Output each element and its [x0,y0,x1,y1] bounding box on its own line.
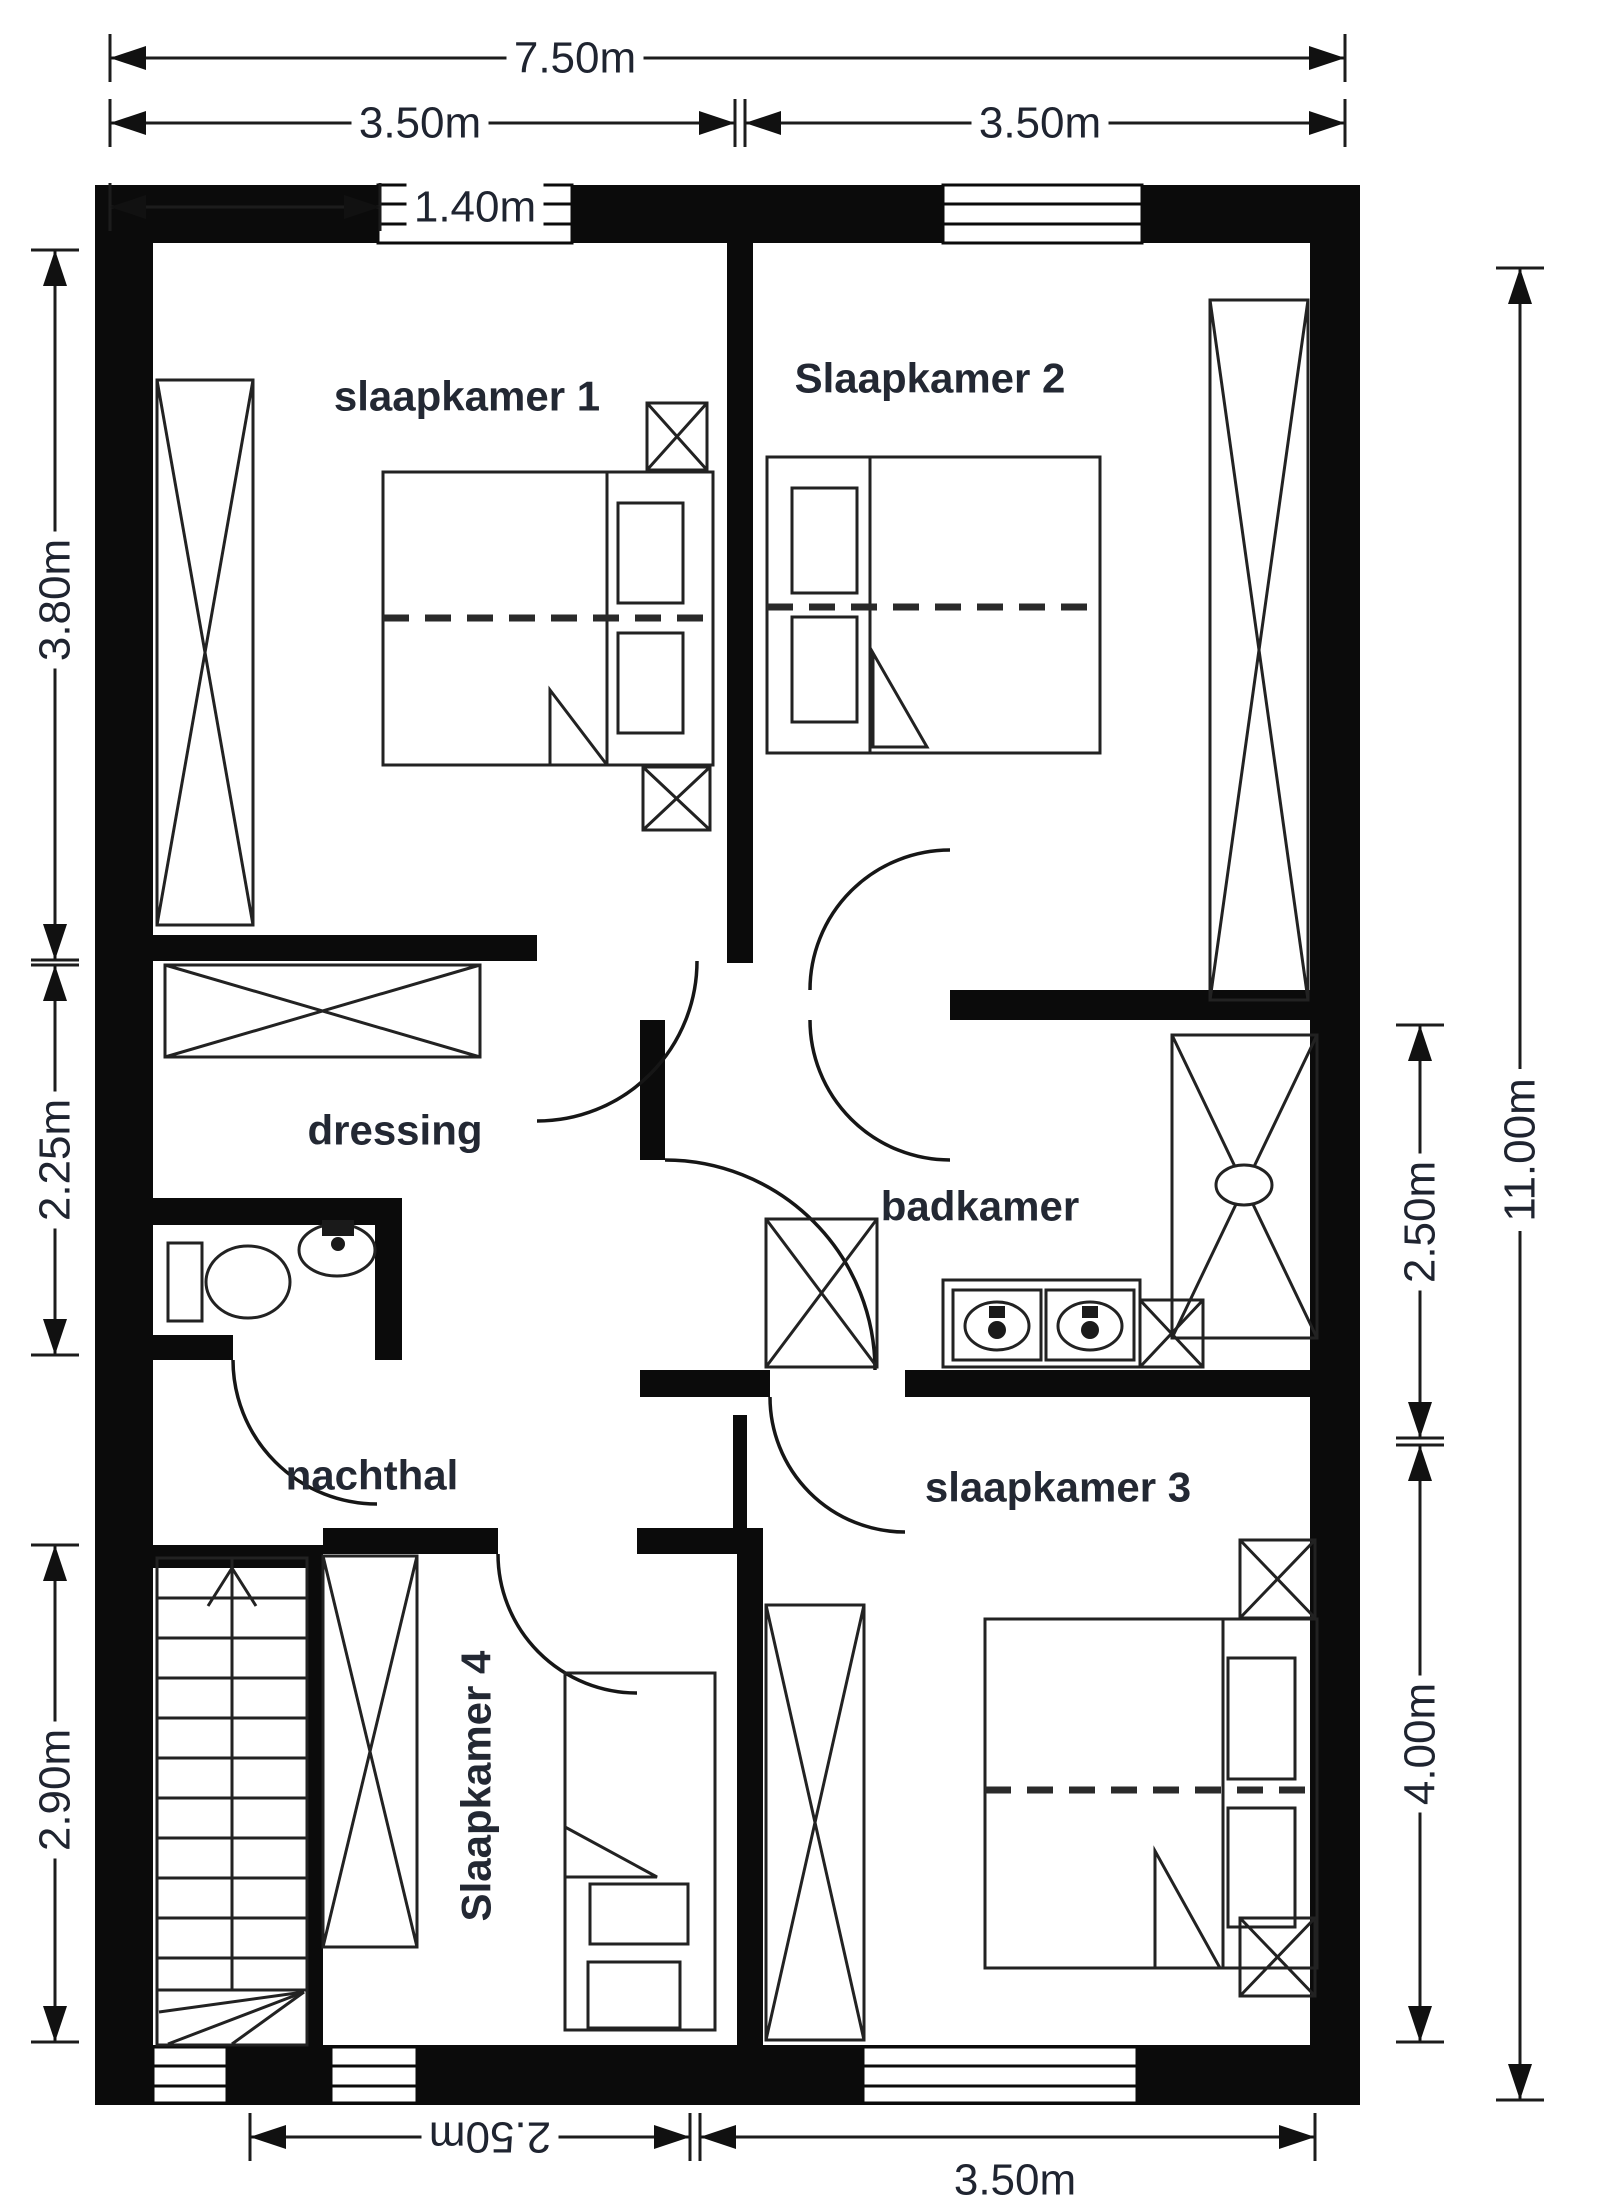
room-label-nachthal: nachthal [286,1452,459,1499]
stairs-winder [155,1988,309,2047]
bed-slaapkamer3 [983,1617,1319,1970]
nightstand-slaapkamer3-top [1238,1538,1317,1620]
room-label-slaapkamer-4: Slaapkamer 4 [453,1650,500,1921]
door-arc-slaapkamer4 [496,1553,638,1695]
cabinet-badkamer-small [1138,1298,1205,1369]
dimension-3-50m-11: 3.50m [698,2113,1317,2201]
dimension-7-50m-0: 7.50m [108,31,1347,85]
dimension-11-00m-7: 11.00m [1493,266,1547,2102]
bed-slaapkamer1 [381,470,715,767]
interior-walls [153,243,1310,2045]
dimension-label: 1.40m [414,183,536,232]
dimension-label: 2.25m [31,1099,80,1221]
door-arc-badkamer-side [664,1158,877,1371]
window-slaapkamer4-bottom [329,2045,419,2105]
wall-nachthal-nook [733,1415,747,1530]
stairs-up-arrow [206,1565,258,1607]
dimension-3-80m-4: 3.80m [28,248,82,962]
pillow [1226,1656,1297,1781]
dimension-2-90m-6: 2.90m [28,1543,82,2044]
dimension-label: 3.50m [979,99,1101,148]
wall-left [95,185,153,2105]
doors [231,848,951,1695]
double-sink-counter [941,1278,1142,1369]
door-arc-slaapkamer2 [808,848,951,991]
blanket-fold [563,1824,658,1879]
wall-slk1-slk2 [727,243,753,963]
nightstand-slaapkamer1-bottom [641,765,712,832]
cabinet-badkamer [764,1217,879,1369]
dimension-3-50m-1: 3.50m [108,96,737,150]
dimension-1-40m-3: 1.40m [108,180,544,234]
window-slaapkamer3-bottom [861,2045,1139,2105]
door-arc-slaapkamer3 [768,1396,906,1534]
pillow [790,615,859,724]
wall-slk4-top-left [323,1528,498,1554]
wall-slk1-dressing [153,935,537,961]
blanket-fold [548,685,611,767]
blanket-fold [1153,1845,1223,1970]
door-arc-badkamer-top [808,1019,951,1162]
dimension-label: 2.50m [1396,1161,1445,1283]
shower-drain [1214,1163,1274,1207]
pillow [1226,1806,1297,1929]
dimension-2-50m-10: 2.50m [248,2110,692,2164]
dimension-2-25m-5: 2.25m [28,963,82,1357]
dimension-label: 2.90m [31,1729,80,1851]
room-labels: slaapkamer 1 Slaapkamer 2 dressing badkamer… [286,355,1191,1922]
wall-stairs-right [308,1545,323,2045]
dimension-label: 2.50m [429,2113,551,2162]
wardrobe-slaapkamer2 [1208,298,1310,1002]
window-stairs-bottom [151,2045,229,2105]
wall-slk3-top-right [905,1370,1310,1397]
door-arc-wc [231,1359,378,1506]
dimension-label: 3.50m [954,2156,1076,2201]
dimension-label: 7.50m [514,34,636,83]
dimension-3-50m-2: 3.50m [743,96,1347,150]
dimension-2-50m-8: 2.50m [1393,1023,1447,1440]
shower [1170,1033,1319,1340]
wall-slk2-badkamer [950,990,1310,1020]
nightstand-slaapkamer1-top [645,401,709,472]
wall-wc-bottom [153,1335,233,1360]
dimensions: 7.50m 3.50m 3.50m 1.40m 3.80m 2.25m 2.90m 11.00… [28,31,1547,2201]
room-label-badkamer: badkamer [881,1183,1079,1230]
room-label-slaapkamer-1: slaapkamer 1 [334,373,600,420]
wall-slk4-slk3 [737,1528,763,2045]
cabinet-dressing [163,963,482,1059]
wc-sink [297,1220,377,1278]
wall-bottom [95,2045,1360,2105]
pillow [616,501,685,605]
wall-slk3-top-left [640,1370,770,1397]
pillow [616,631,685,735]
wardrobe-slaapkamer3 [764,1603,866,2042]
room-label-slaapkamer-3: slaapkamer 3 [925,1464,1191,1511]
dimension-label: 3.80m [31,539,80,661]
wardrobe-slaapkamer1 [155,378,255,927]
room-label-slaapkamer-2: Slaapkamer 2 [795,355,1066,402]
bed-slaapkamer4 [563,1671,717,2032]
nightstand-slaapkamer3-bottom [1238,1916,1317,1998]
dimension-label: 4.00m [1396,1683,1445,1805]
door-arc-slaapkamer1 [536,960,699,1123]
blanket-fold [871,647,930,749]
dimension-4-00m-9: 4.00m [1393,1443,1447,2044]
dimension-label: 3.50m [359,99,481,148]
wall-top [95,185,1360,243]
staircase [155,1556,309,2047]
furniture [155,298,1319,2047]
wardrobe-slaapkamer4 [321,1554,419,1949]
toilet [166,1241,292,1323]
wall-wc-top [153,1198,402,1225]
window-slaapkamer2-top [941,183,1144,245]
dimension-label: 11.00m [1496,1078,1545,1222]
room-label-dressing: dressing [307,1107,482,1154]
wall-badkamer-left [640,1020,665,1160]
pillow [790,486,859,595]
wall-wc-right [375,1225,402,1360]
bed-slaapkamer2 [765,455,1102,755]
